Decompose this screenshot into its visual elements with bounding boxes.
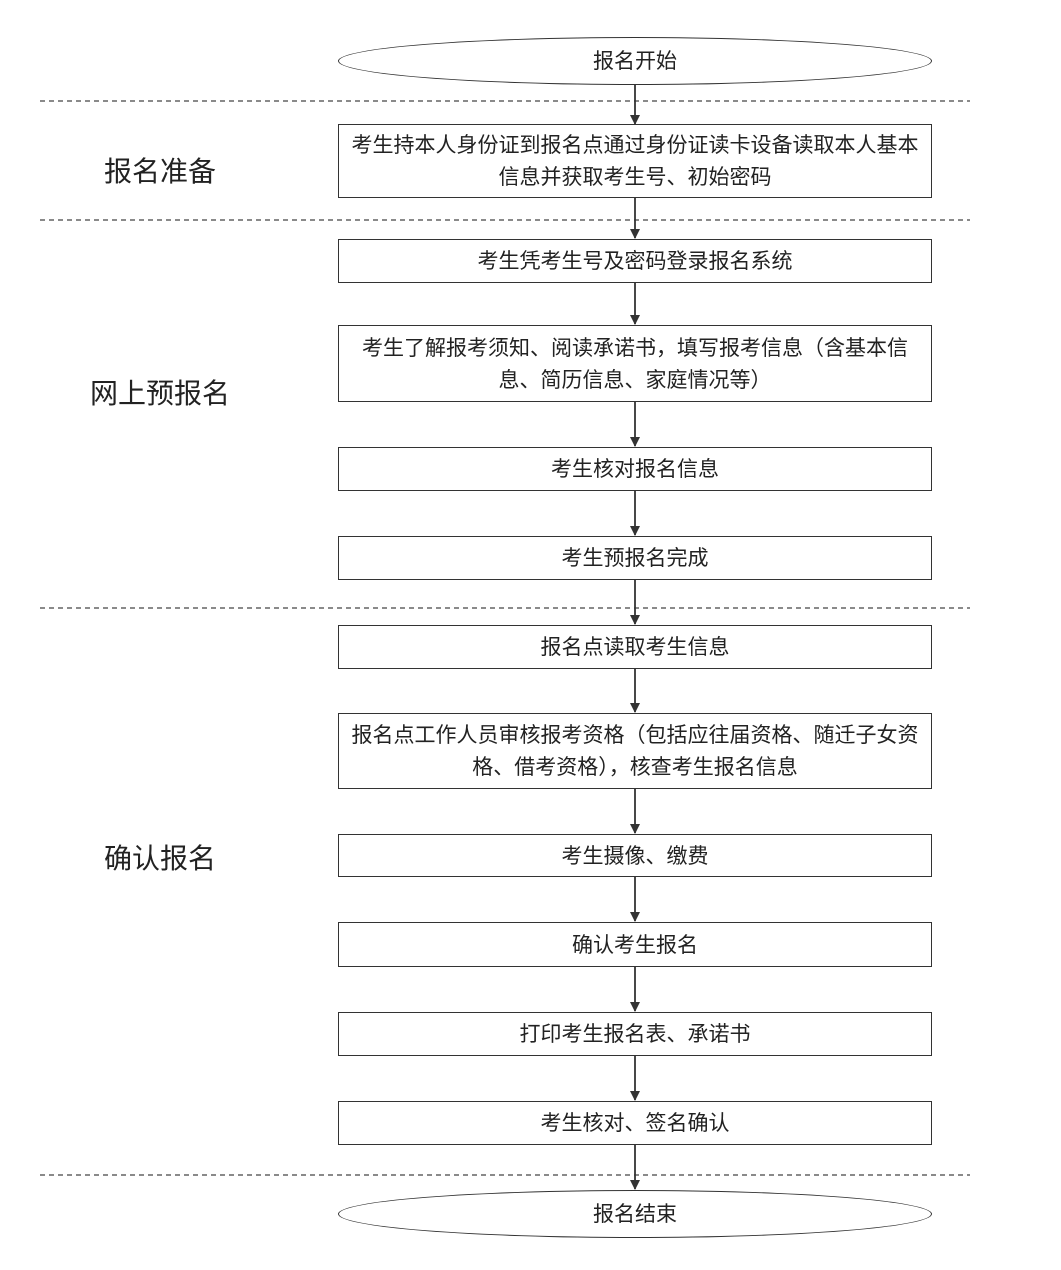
phase-label-confirmation: 确认报名 xyxy=(103,842,216,875)
phase-label-online-preregistration: 网上预报名 xyxy=(89,377,230,410)
step-print-forms: 打印考生报名表、承诺书 xyxy=(338,1012,932,1056)
step-preregistration-complete: 考生预报名完成 xyxy=(338,536,932,580)
step-review-eligibility: 报名点工作人员审核报考资格（包括应往届资格、随迁子女资格、借考资格），核查考生报… xyxy=(338,713,932,789)
step-confirm-registration: 确认考生报名 xyxy=(338,922,932,967)
start-terminal-label: 报名开始 xyxy=(593,49,677,73)
phase-label-preparation: 报名准备 xyxy=(103,155,216,188)
end-terminal-label: 报名结束 xyxy=(593,1202,677,1226)
step-fill-application: 考生了解报考须知、阅读承诺书，填写报考信息（含基本信息、简历信息、家庭情况等） xyxy=(338,325,932,402)
step-login-system: 考生凭考生号及密码登录报名系统 xyxy=(338,239,932,283)
start-terminal: 报名开始 xyxy=(338,37,932,85)
step-sign-confirm: 考生核对、签名确认 xyxy=(338,1101,932,1145)
step-read-candidate-info: 报名点读取考生信息 xyxy=(338,625,932,669)
step-photo-payment: 考生摄像、缴费 xyxy=(338,834,932,877)
step-verify-info: 考生核对报名信息 xyxy=(338,447,932,491)
step-read-id-card: 考生持本人身份证到报名点通过身份证读卡设备读取本人基本信息并获取考生号、初始密码 xyxy=(338,124,932,198)
end-terminal: 报名结束 xyxy=(338,1190,932,1238)
